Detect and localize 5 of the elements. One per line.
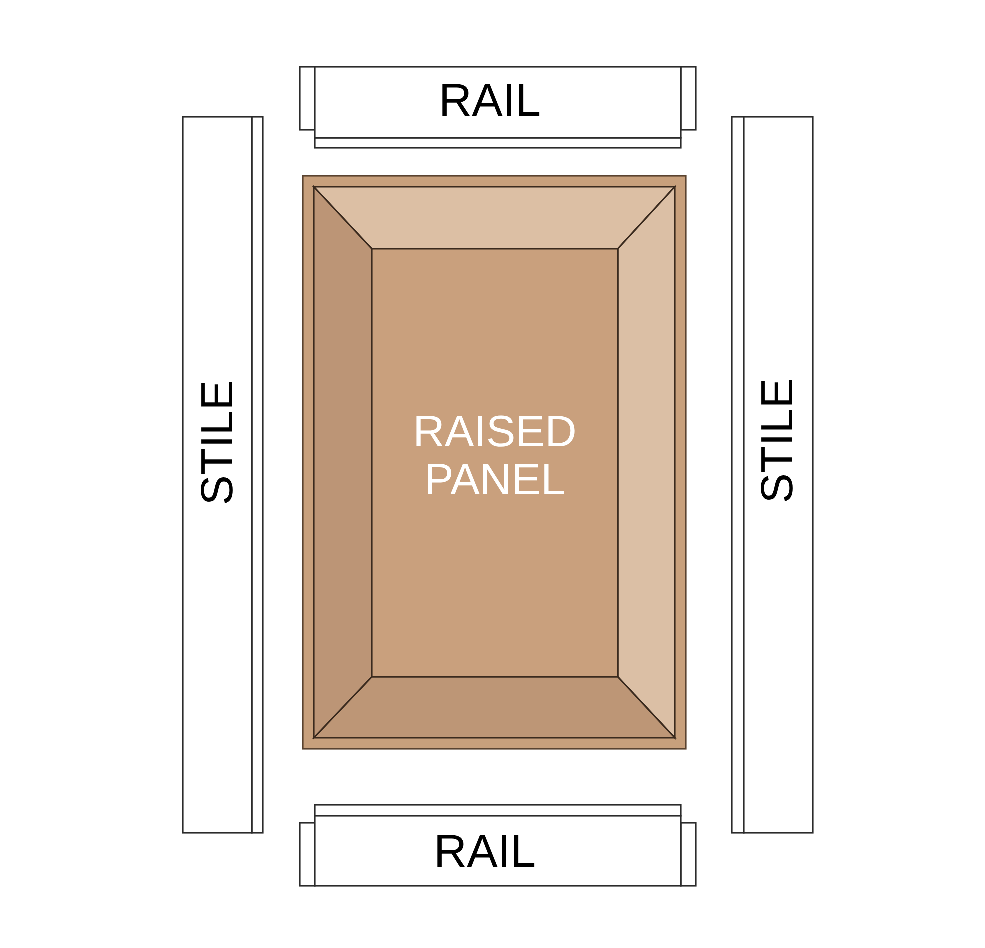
part-label: RAIL: [438, 76, 542, 126]
part-label: STILE: [194, 380, 240, 506]
part-label: STILE: [754, 378, 800, 504]
part-label: RAISED PANEL: [412, 408, 578, 504]
part-label: RAIL: [432, 827, 538, 877]
